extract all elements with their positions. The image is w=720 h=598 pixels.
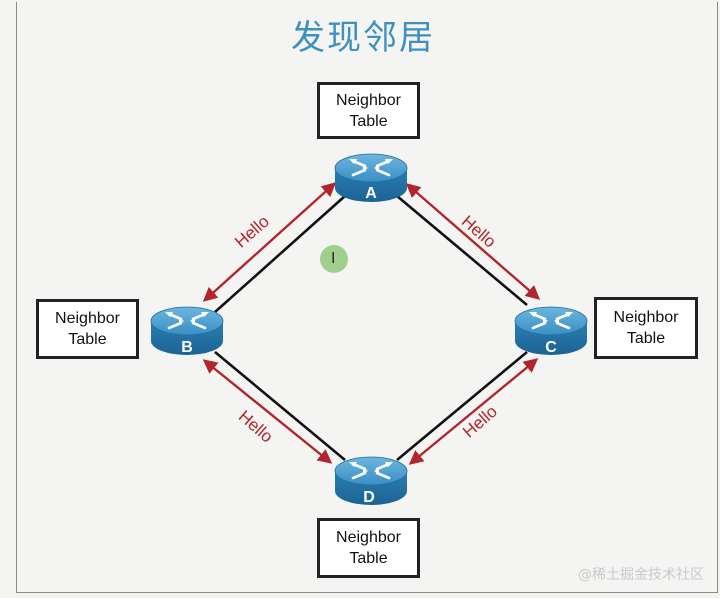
router-d-label: D bbox=[363, 489, 375, 506]
watermark: @稀土掘金技术社区 bbox=[578, 567, 704, 583]
link-c-d bbox=[396, 351, 528, 461]
link-b-d bbox=[214, 351, 346, 461]
neighbor-table-a-line2: Table bbox=[349, 112, 388, 130]
hello-arrow-b-d bbox=[202, 359, 333, 464]
hello-arrows bbox=[202, 182, 541, 465]
link-a-c bbox=[396, 195, 528, 306]
neighbor-table-b-line2: Table bbox=[68, 331, 107, 348]
router-b: B bbox=[149, 305, 225, 357]
cursor-highlight bbox=[320, 245, 348, 273]
hello-arrow-c-d bbox=[408, 358, 539, 465]
text-cursor-icon: I bbox=[331, 249, 336, 267]
router-d: D bbox=[333, 455, 409, 507]
neighbor-table-a-line1: Neighbor bbox=[336, 91, 401, 109]
neighbor-table-d-line2: Table bbox=[349, 550, 388, 567]
hello-arrow-a-c bbox=[405, 183, 541, 300]
router-b-label: B bbox=[181, 339, 193, 356]
slide-title: 发现邻居 bbox=[291, 18, 435, 58]
neighbor-table-b-line1: Neighbor bbox=[55, 310, 120, 327]
router-c: C bbox=[513, 305, 589, 357]
neighbor-table-d-line1: Neighbor bbox=[336, 529, 401, 546]
neighbor-table-c-line1: Neighbor bbox=[613, 309, 679, 326]
neighbor-table-c-line2: Table bbox=[626, 330, 666, 347]
router-a-label: A bbox=[365, 185, 377, 202]
router-c-label: C bbox=[545, 339, 557, 356]
router-a: A bbox=[333, 152, 409, 204]
hello-arrow-a-b bbox=[202, 182, 337, 302]
